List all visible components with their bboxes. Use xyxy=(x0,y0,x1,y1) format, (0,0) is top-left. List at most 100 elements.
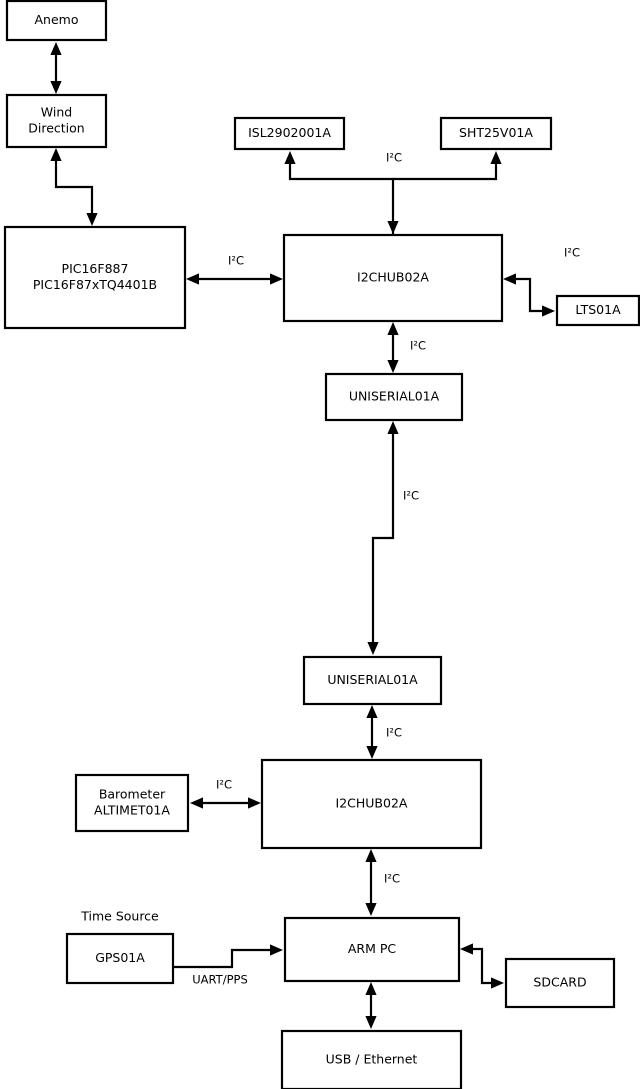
node-sht[interactable]: SHT25V01A xyxy=(439,116,553,151)
node-label-sdcard: SDCARD xyxy=(533,975,586,990)
node-hub_top[interactable]: I2CHUB02A xyxy=(282,233,504,323)
node-label-barometer: ALTIMET01A xyxy=(94,803,170,818)
node-hub_bot[interactable]: I2CHUB02A xyxy=(260,758,483,850)
edge-pic-wind xyxy=(50,148,98,226)
node-box-armpc[interactable] xyxy=(283,916,461,983)
nodes-layer: AnemoWindDirectionPIC16F887PIC16F87xTQ44… xyxy=(3,0,640,1089)
label-time_source: Time Source xyxy=(80,909,159,924)
node-label-hub_top: I2CHUB02A xyxy=(357,270,429,285)
edge-label: I²C xyxy=(386,726,402,740)
node-label-uniserial_top: UNISERIAL01A xyxy=(349,389,440,404)
edge-hub_bot-armpc xyxy=(365,849,377,916)
node-uniserial_bot[interactable]: UNISERIAL01A xyxy=(302,655,443,706)
node-box-uniserial_bot[interactable] xyxy=(302,655,443,706)
node-box-hub_top[interactable] xyxy=(282,233,504,323)
connector-gps-armpc: UART/PPS xyxy=(174,944,283,987)
node-label-wind_dir: Direction xyxy=(28,121,84,136)
arrow-head-icon xyxy=(284,151,296,164)
arrow-head-icon xyxy=(366,705,378,718)
edge-label: I²C xyxy=(386,151,402,165)
edge-pic-hub_top xyxy=(186,273,283,285)
node-box-lts[interactable] xyxy=(555,294,640,327)
free-labels-layer: Time Source xyxy=(80,909,159,924)
connector-hub_bot-armpc: I²C xyxy=(365,849,400,916)
node-box-gps[interactable] xyxy=(65,932,175,985)
arrow-head-icon xyxy=(490,151,502,164)
arrow-head-icon xyxy=(503,273,516,285)
arrow-head-icon xyxy=(186,273,199,285)
node-label-isl: ISL2902001A xyxy=(248,125,331,140)
edge-hub_top-uniserial_top xyxy=(387,322,399,373)
arrow-head-icon xyxy=(387,322,399,335)
node-box-usb_eth[interactable] xyxy=(280,1029,463,1089)
arrow-head-icon xyxy=(50,81,62,94)
node-box-hub_bot[interactable] xyxy=(260,758,483,850)
arrow-head-icon xyxy=(50,148,62,161)
edge-anemo-wind xyxy=(50,42,62,94)
arrow-head-icon xyxy=(387,221,399,234)
arrow-head-icon xyxy=(365,1016,377,1029)
arrow-head-icon xyxy=(387,421,399,434)
arrow-head-icon xyxy=(190,797,203,809)
arrow-head-icon xyxy=(387,360,399,373)
node-label-wind_dir: Wind xyxy=(41,105,72,120)
node-box-uniserial_top[interactable] xyxy=(324,372,464,422)
node-box-anemo[interactable] xyxy=(5,0,108,42)
arrow-head-icon xyxy=(460,943,473,955)
node-gps[interactable]: GPS01A xyxy=(65,932,175,985)
node-box-sht[interactable] xyxy=(439,116,553,151)
edge-label: I²C xyxy=(564,246,580,260)
arrow-head-icon xyxy=(365,849,377,862)
edge-label: I²C xyxy=(410,339,426,353)
edge-uniserial_top-uniserial_bot xyxy=(367,421,399,655)
connector-barometer-hub_bot: I²C xyxy=(190,778,261,809)
arrow-head-icon xyxy=(365,903,377,916)
edge-label: UART/PPS xyxy=(192,973,248,987)
edge-label: I²C xyxy=(216,778,232,792)
node-label-uniserial_bot: UNISERIAL01A xyxy=(327,672,418,687)
edge-uniserial_bot-hub_bot xyxy=(366,705,378,759)
edge-label: I²C xyxy=(384,872,400,886)
connector-armpc-usb_eth xyxy=(365,982,377,1029)
arrow-head-icon xyxy=(366,746,378,759)
node-box-wind_dir[interactable] xyxy=(5,93,108,149)
node-usb_eth[interactable]: USB / Ethernet xyxy=(280,1029,463,1089)
node-box-pic[interactable] xyxy=(3,225,187,330)
connector-hub_top-sensors: I²C xyxy=(284,151,502,234)
edge-hub_top-lts xyxy=(503,273,555,317)
connector-uniserial_top-uniserial_bot: I²C xyxy=(367,421,419,655)
edge-armpc-sdcard xyxy=(460,943,504,989)
connector-hub_top-uniserial_top: I²C xyxy=(387,322,426,373)
arrow-head-icon xyxy=(50,42,62,55)
edge-gps-armpc xyxy=(174,944,283,969)
node-lts[interactable]: LTS01A xyxy=(555,294,640,327)
node-label-pic: PIC16F887 xyxy=(62,261,129,276)
node-anemo[interactable]: Anemo xyxy=(5,0,108,42)
edge-label: I²C xyxy=(228,254,244,268)
arrow-head-icon xyxy=(248,797,261,809)
connector-hub_top-lts: I²C xyxy=(503,246,580,317)
connector-anemo-wind xyxy=(50,42,62,94)
arrow-head-icon xyxy=(367,642,379,655)
node-sdcard[interactable]: SDCARD xyxy=(504,957,616,1009)
node-box-sdcard[interactable] xyxy=(504,957,616,1009)
node-label-armpc: ARM PC xyxy=(348,941,397,956)
node-uniserial_top[interactable]: UNISERIAL01A xyxy=(324,372,464,422)
node-armpc[interactable]: ARM PC xyxy=(283,916,461,983)
node-box-isl[interactable] xyxy=(233,116,346,151)
node-isl[interactable]: ISL2902001A xyxy=(233,116,346,151)
edge-barometer-hub_bot xyxy=(190,797,261,809)
node-label-hub_bot: I2CHUB02A xyxy=(336,796,408,811)
connector-armpc-sdcard xyxy=(460,943,504,989)
node-label-pic: PIC16F87xTQ4401B xyxy=(33,277,157,292)
node-box-barometer[interactable] xyxy=(74,773,190,833)
edges-layer: I²C I²C I²C I²C I²C I²C I²C I²C UART/PPS xyxy=(50,42,580,1029)
connector-pic-hub_top: I²C xyxy=(186,254,283,285)
connector-uniserial_bot-hub_bot: I²C xyxy=(366,705,402,759)
node-label-lts: LTS01A xyxy=(575,302,621,317)
